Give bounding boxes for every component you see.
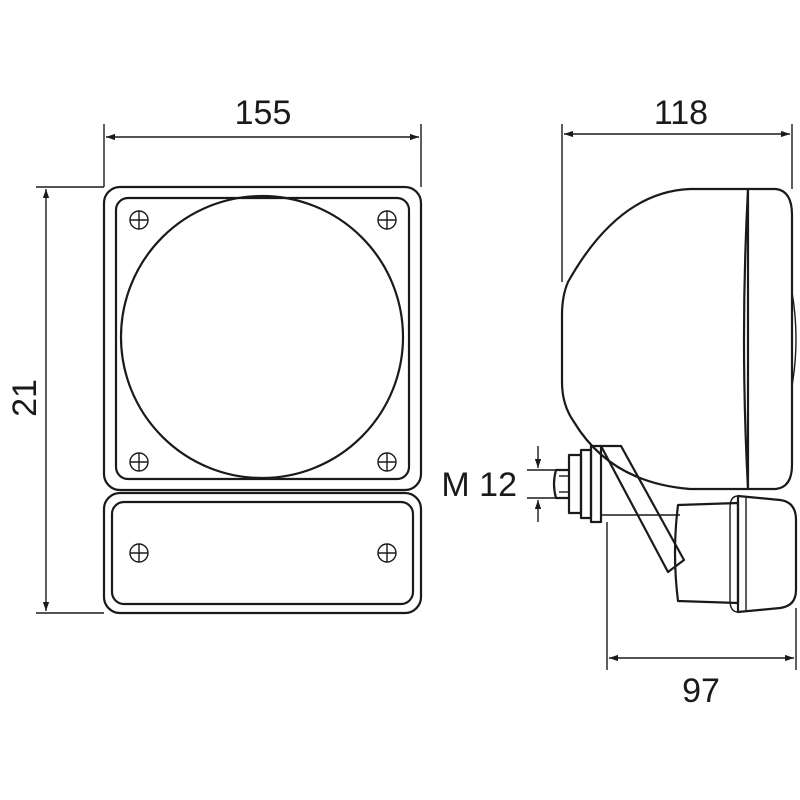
dimension-thread: M 12 <box>441 446 556 522</box>
front-lens <box>119 194 405 480</box>
dimension-side-depth-housing-label: 97 <box>682 672 720 710</box>
dimension-front-height: 21 <box>6 186 104 614</box>
side-view: M 12 118 97 <box>441 94 798 710</box>
side-mount-plate-outer <box>589 444 603 524</box>
dimension-side-depth-total: 118 <box>561 94 793 282</box>
screw-bottom-right <box>377 543 397 563</box>
screw-mid-right <box>377 452 397 472</box>
side-lens-bulge <box>791 291 797 387</box>
dimension-thread-label: M 12 <box>441 466 517 504</box>
side-front-rim <box>742 187 794 491</box>
side-mount-bracket <box>599 444 686 574</box>
side-mount-nut <box>567 453 583 515</box>
side-mount-bolt <box>552 468 571 500</box>
dimension-front-width-label: 155 <box>235 94 292 132</box>
side-lower-box-ring <box>729 495 739 613</box>
dimension-front-width: 155 <box>103 94 422 187</box>
screw-top-right <box>377 210 397 230</box>
front-lower-housing <box>102 491 423 615</box>
side-lower-box <box>673 501 740 605</box>
front-lower-bezel <box>110 500 415 606</box>
screw-mid-left <box>129 452 149 472</box>
front-view: 155 21 <box>6 94 423 615</box>
side-lower-box-front <box>736 494 798 614</box>
dimension-front-height-label: 21 <box>6 379 44 417</box>
dimension-side-depth-housing: 97 <box>606 522 797 710</box>
side-housing-body <box>560 187 750 491</box>
side-mount-plate-inner <box>579 448 593 520</box>
screw-bottom-left <box>129 543 149 563</box>
screw-top-left <box>129 210 149 230</box>
front-upper-housing <box>102 185 423 492</box>
dimension-side-depth-total-label: 118 <box>654 94 708 132</box>
